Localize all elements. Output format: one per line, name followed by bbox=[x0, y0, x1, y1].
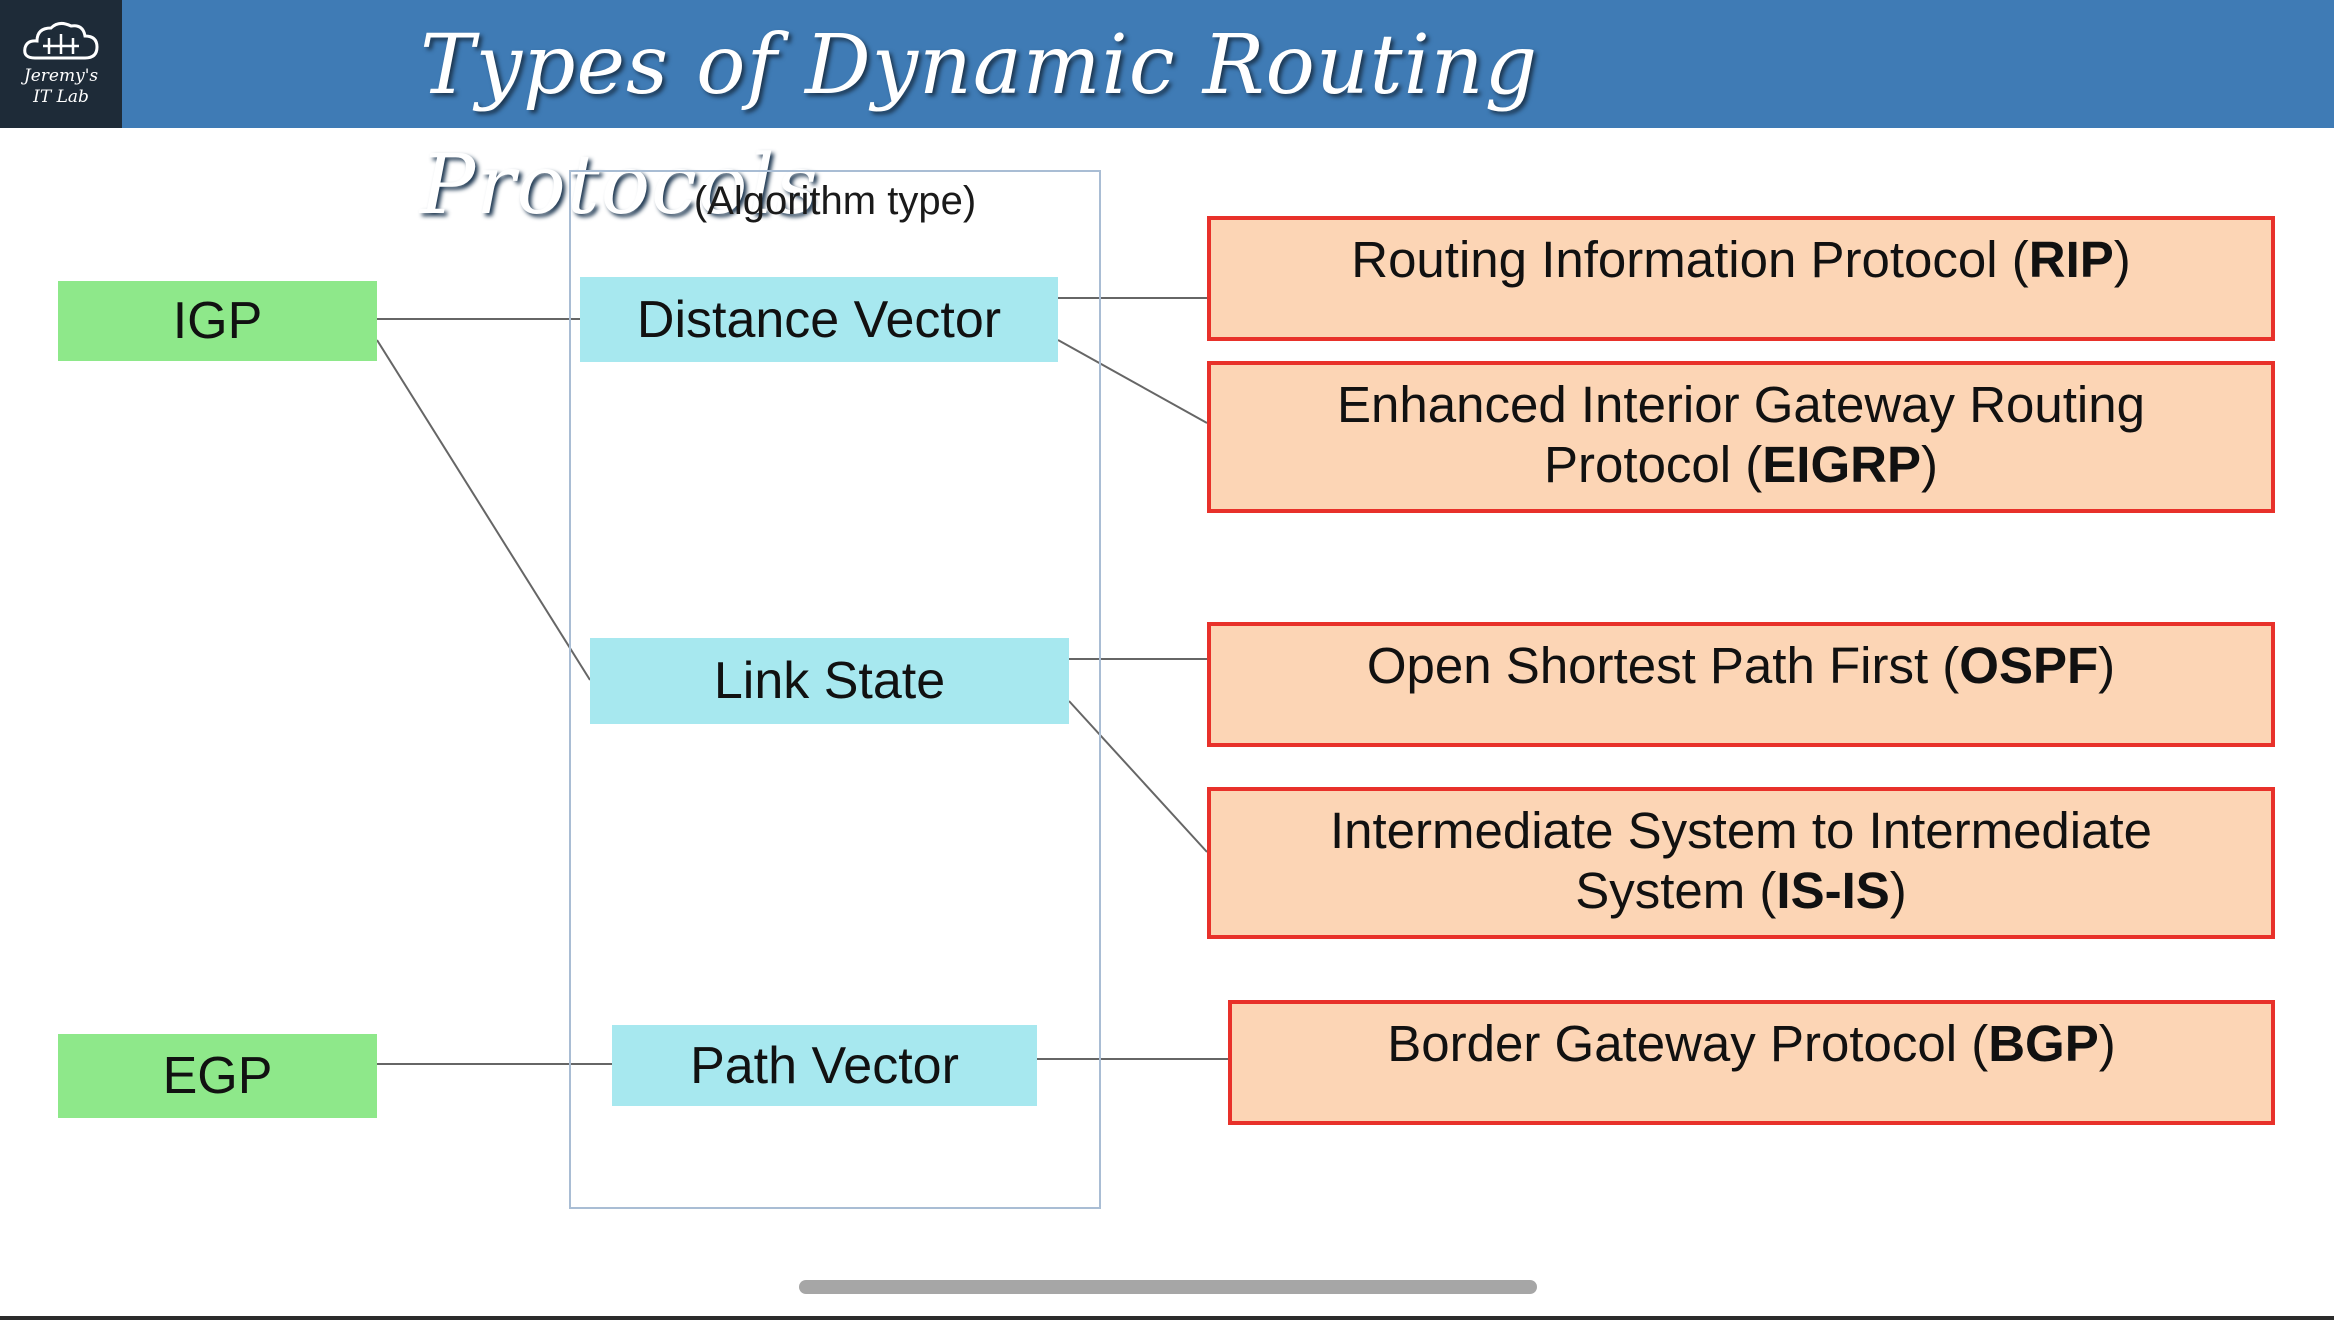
bgp-close: ) bbox=[2098, 1015, 2116, 1072]
igp-box: IGP bbox=[58, 281, 377, 361]
isis-close: ) bbox=[1889, 862, 1907, 919]
eigrp-close: ) bbox=[1920, 436, 1938, 493]
page-title: Types of Dynamic Routing Protocols bbox=[420, 18, 1539, 233]
bgp-box: Border Gateway Protocol (BGP) bbox=[1228, 1000, 2275, 1125]
egp-label: EGP bbox=[162, 1047, 273, 1105]
ospf-close: ) bbox=[2098, 637, 2116, 694]
isis-abbr: IS-IS bbox=[1776, 862, 1890, 919]
rip-text: Routing Information Protocol ( bbox=[1351, 231, 2029, 288]
egp-box: EGP bbox=[58, 1034, 377, 1118]
rip-abbr: RIP bbox=[2028, 231, 2114, 288]
distance-vector-label: Distance Vector bbox=[636, 290, 1002, 349]
isis-line-1: Intermediate System to Intermediate bbox=[1329, 802, 2153, 859]
logo: Jeremy's IT Lab bbox=[0, 0, 122, 128]
eigrp-line-1: Enhanced Interior Gateway Routing bbox=[1337, 376, 2145, 433]
isis-text: System ( bbox=[1575, 862, 1777, 919]
horizontal-scrollbar[interactable] bbox=[799, 1280, 1537, 1294]
link-state-box: Link State bbox=[590, 638, 1069, 724]
rip-close: ) bbox=[2113, 231, 2131, 288]
eigrp-abbr: EIGRP bbox=[1762, 436, 1921, 493]
connector-ls-isis bbox=[1068, 700, 1208, 853]
eigrp-line-2: Protocol (EIGRP) bbox=[1211, 435, 2271, 495]
bgp-abbr: BGP bbox=[1988, 1015, 2099, 1072]
connector-dv-eigrp bbox=[1057, 339, 1208, 424]
cloud-logo-icon bbox=[23, 21, 99, 60]
ospf-box: Open Shortest Path First (OSPF) bbox=[1207, 622, 2275, 747]
eigrp-text: Protocol ( bbox=[1544, 436, 1763, 493]
igp-label: IGP bbox=[172, 292, 263, 350]
eigrp-box: Enhanced Interior Gateway Routing Protoc… bbox=[1207, 361, 2275, 513]
ospf-abbr: OSPF bbox=[1959, 637, 2099, 694]
title-bar: Jeremy's IT Lab Types of Dynamic Routing… bbox=[0, 0, 2334, 233]
algorithm-type-frame bbox=[569, 170, 1101, 1209]
isis-box: Intermediate System to Intermediate Syst… bbox=[1207, 787, 2275, 939]
isis-line-2: System (IS-IS) bbox=[1211, 861, 2271, 921]
algorithm-type-caption: (Algorithm type) bbox=[693, 179, 977, 223]
bottom-edge bbox=[0, 1316, 2334, 1320]
bgp-text: Border Gateway Protocol ( bbox=[1387, 1015, 1989, 1072]
logo-line-2: IT Lab bbox=[33, 87, 89, 107]
rip-box: Routing Information Protocol (RIP) bbox=[1207, 216, 2275, 341]
link-state-label: Link State bbox=[713, 652, 946, 710]
logo-line-1: Jeremy's bbox=[23, 66, 99, 86]
connector-igp-link-state bbox=[376, 339, 591, 681]
path-vector-label: Path Vector bbox=[690, 1036, 959, 1095]
path-vector-box: Path Vector bbox=[612, 1025, 1037, 1106]
ospf-text: Open Shortest Path First ( bbox=[1366, 637, 1960, 694]
distance-vector-box: Distance Vector bbox=[580, 277, 1058, 362]
